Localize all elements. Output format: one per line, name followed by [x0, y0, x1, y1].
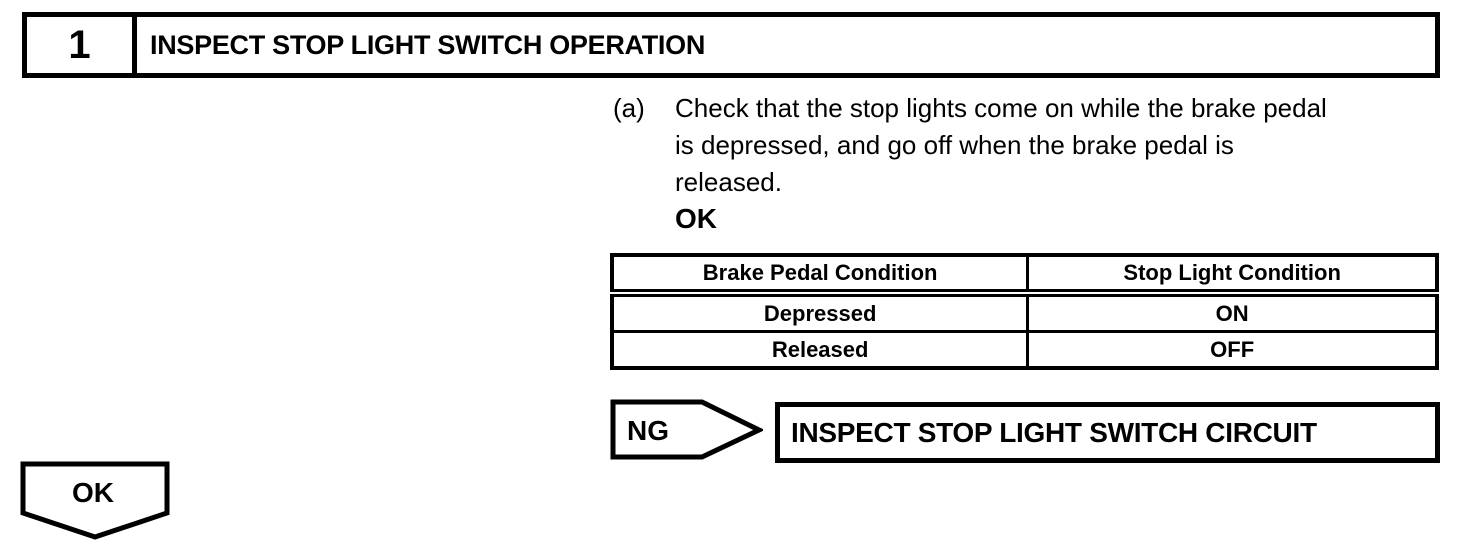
table-row: Depressed ON: [610, 291, 1439, 333]
ok-label: OK: [72, 477, 114, 508]
step-title: INSPECT STOP LIGHT SWITCH OPERATION: [150, 29, 706, 60]
ng-pentagon: [610, 399, 763, 460]
ng-label: NG: [627, 415, 669, 446]
table-cell: ON: [1026, 291, 1439, 333]
instruction-line: Check that the stop lights come on while…: [675, 93, 1327, 123]
ok-result-label: OK: [675, 203, 717, 234]
table-header-cell: Stop Light Condition: [1026, 253, 1439, 297]
ng-action-label: INSPECT STOP LIGHT SWITCH CIRCUIT: [791, 416, 1317, 448]
ok-pentagon: [20, 461, 170, 540]
ok-arrow-shape: OK: [20, 461, 170, 540]
condition-table-container: Brake Pedal Condition Stop Light Conditi…: [610, 253, 1439, 370]
ng-arrow-shape: NG: [610, 399, 763, 460]
table-header-cell: Brake Pedal Condition: [610, 253, 1030, 297]
table-header-row: Brake Pedal Condition Stop Light Conditi…: [610, 253, 1439, 297]
table-cell: OFF: [1026, 330, 1439, 370]
step-header: 1 INSPECT STOP LIGHT SWITCH OPERATION: [22, 12, 1440, 78]
table-row: Released OFF: [610, 330, 1439, 370]
instruction-marker: (a): [613, 93, 645, 123]
instruction-line: is depressed, and go off when the brake …: [675, 130, 1234, 160]
step-number: 1: [27, 17, 137, 73]
instruction-text: Check that the stop lights come on while…: [675, 90, 1465, 201]
table-cell: Released: [610, 330, 1030, 370]
table-cell: Depressed: [610, 291, 1030, 333]
condition-table: Brake Pedal Condition Stop Light Conditi…: [610, 253, 1439, 370]
instruction-line: released.: [675, 167, 782, 197]
ng-action-box: INSPECT STOP LIGHT SWITCH CIRCUIT: [775, 402, 1440, 463]
